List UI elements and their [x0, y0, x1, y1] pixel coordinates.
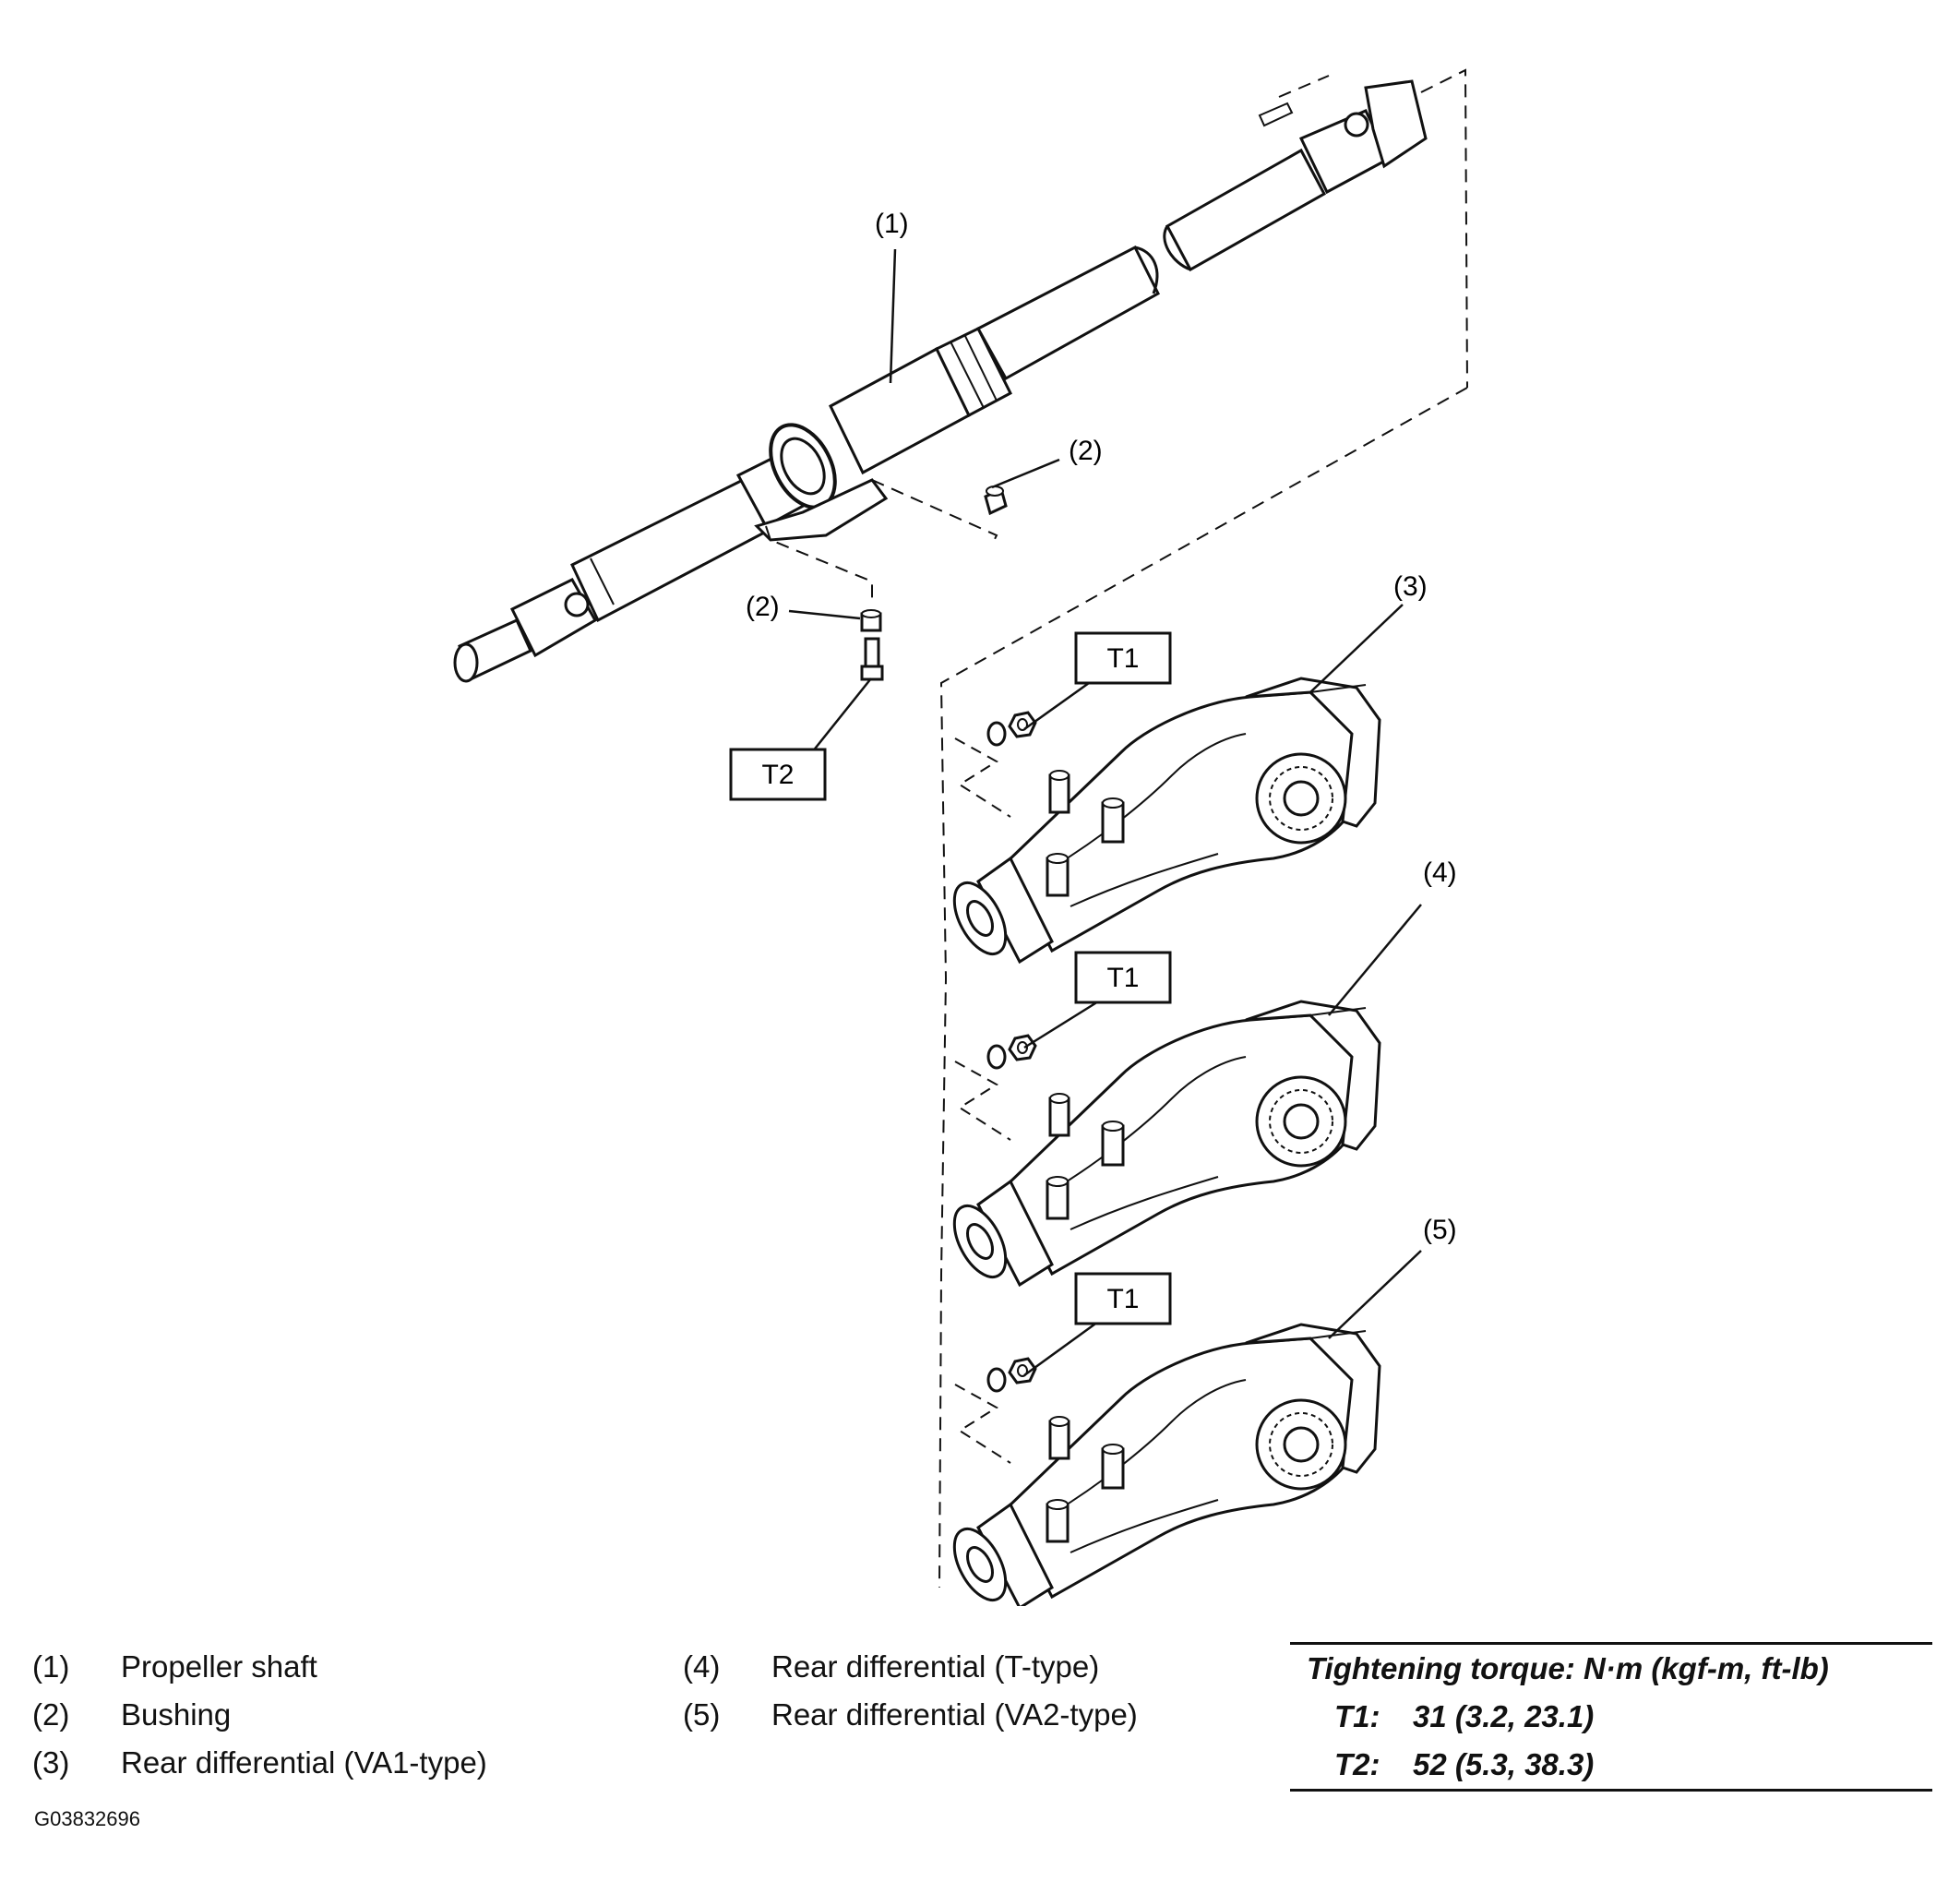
callout-propeller-shaft: (1): [875, 209, 909, 239]
torque-row: T1: 31 (3.2, 23.1): [1334, 1699, 1595, 1733]
torque-box-t2: T2: [729, 748, 827, 801]
callout-bushing-upper: (2): [1069, 436, 1103, 466]
torque-box-t1-t: T1: [1074, 951, 1172, 1004]
svg-text:T1: T1: [1106, 643, 1139, 674]
leader-lines: [788, 248, 1422, 1377]
torque-row: T2: 52 (5.3, 38.3): [1334, 1747, 1595, 1781]
figure-code: G03832696: [34, 1807, 140, 1830]
callout-diff-va2: (5): [1423, 1215, 1457, 1245]
legend-item: (4) Rear differential (T-type): [683, 1649, 1100, 1684]
bushing-parts: [860, 485, 1008, 681]
rear-differential-va1: [942, 677, 1381, 964]
svg-text:T1: T1: [1106, 963, 1139, 993]
svg-text:T2: T2: [761, 760, 794, 790]
assembly-lines: [765, 68, 1468, 1588]
callout-diff-va1: (3): [1393, 571, 1428, 602]
legend-item: (3) Rear differential (VA1-type): [32, 1745, 487, 1780]
torque-box-t1-va1: T1: [1074, 631, 1172, 685]
legend-item: (1) Propeller shaft: [32, 1649, 317, 1684]
svg-text:T1: T1: [1106, 1284, 1139, 1314]
torque-box-t1-va2: T1: [1074, 1272, 1172, 1325]
rear-differential-t: [942, 1000, 1381, 1287]
parts-legend-left: (1) Propeller shaft (2) Bushing (3) Rear…: [32, 1643, 487, 1787]
torque-spec-table: Tightening torque: N·m (kgf-m, ft-lb) T1…: [1290, 1642, 1932, 1792]
exploded-diagram: (1) (2) (2) (3) (4) (5) T2 T1 T1 T1: [453, 68, 1468, 1606]
torque-title: Tightening torque: N·m (kgf-m, ft-lb): [1307, 1651, 1829, 1685]
legend-item: (2) Bushing: [32, 1697, 232, 1732]
propeller-shaft: [453, 79, 1428, 683]
legend-item: (5) Rear differential (VA2-type): [683, 1697, 1138, 1732]
rear-differential-va2: [942, 1323, 1381, 1606]
callout-diff-t: (4): [1423, 857, 1457, 888]
callout-bushing-lower: (2): [746, 592, 780, 622]
parts-legend-middle: (4) Rear differential (T-type) (5) Rear …: [683, 1643, 1138, 1739]
